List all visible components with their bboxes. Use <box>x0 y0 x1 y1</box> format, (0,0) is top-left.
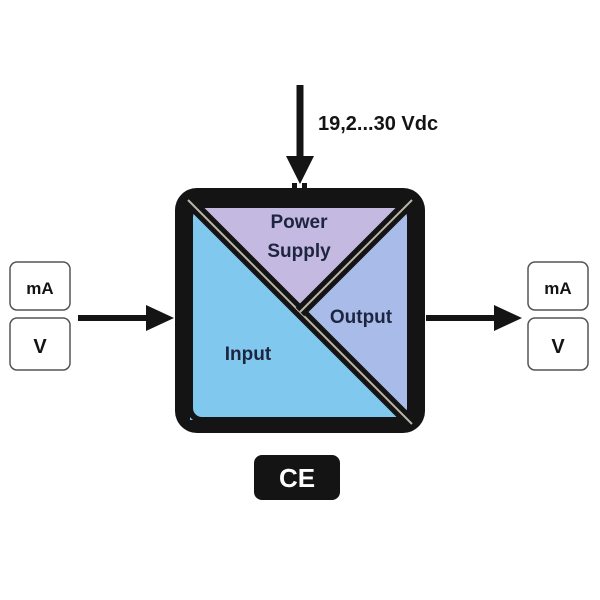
power-supply-section <box>190 205 410 312</box>
input-arrow <box>78 305 174 331</box>
output-v-label: V <box>551 336 565 358</box>
output-section <box>300 205 410 420</box>
output-arrow <box>426 305 522 331</box>
input-v-label: V <box>33 336 47 358</box>
ce-mark-badge: CE <box>254 455 340 500</box>
input-label: Input <box>225 344 272 365</box>
ce-mark-label: CE <box>279 463 315 493</box>
supply-label: Supply <box>267 241 331 262</box>
output-label: Output <box>330 307 393 328</box>
power-label: Power <box>270 212 328 233</box>
supply-voltage-label: 19,2...30 Vdc <box>318 113 438 135</box>
input-ma-label: mA <box>26 279 53 298</box>
input-signals: mA V <box>9 261 71 371</box>
output-ma-label: mA <box>544 279 571 298</box>
module-box <box>175 183 425 433</box>
power-supply-arrow <box>286 85 314 184</box>
output-signals: mA V <box>527 261 589 371</box>
